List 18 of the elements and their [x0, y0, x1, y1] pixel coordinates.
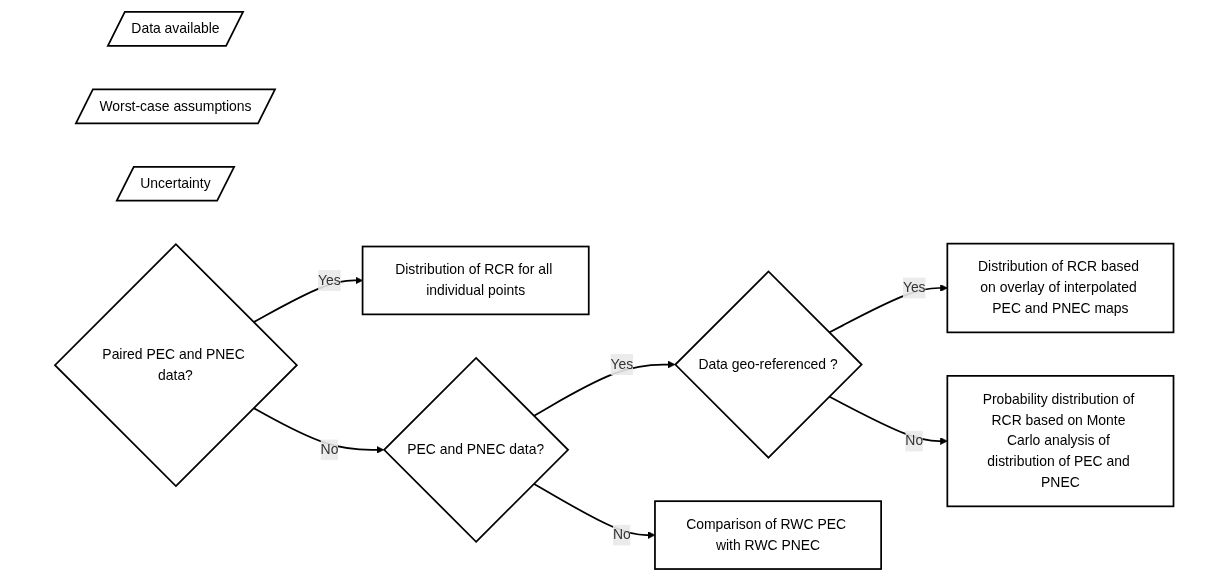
arrow	[252, 407, 384, 454]
edge-label: No	[320, 442, 339, 457]
edge-label: No	[612, 527, 631, 543]
edge-label: Yes	[610, 356, 633, 372]
arrow	[252, 276, 363, 324]
edge-label: Yes	[317, 272, 341, 288]
node-box: Comparison of RWC PEC with RWC PNEC	[653, 500, 882, 570]
arrow	[828, 395, 948, 445]
node-diamond: Paired PEC and PNEC data?	[53, 243, 298, 488]
edge-label: Yes	[902, 280, 926, 295]
node-box: Probability distribution of RCR based on Monte Carlo analysis of distribution of PEC and PNEC	[946, 375, 1175, 508]
node-diamond: Data geo-referenced ?	[673, 270, 863, 459]
edge-label: No	[905, 433, 923, 449]
arrow	[828, 284, 948, 334]
node-diamond: PEC and PNEC data?	[382, 356, 570, 543]
node-box: Distribution of RCR based on overlay of interpolated PEC and PNEC maps	[946, 242, 1175, 334]
node-box: Distribution of RCR for all individual points	[361, 245, 590, 316]
arrow	[532, 360, 675, 417]
